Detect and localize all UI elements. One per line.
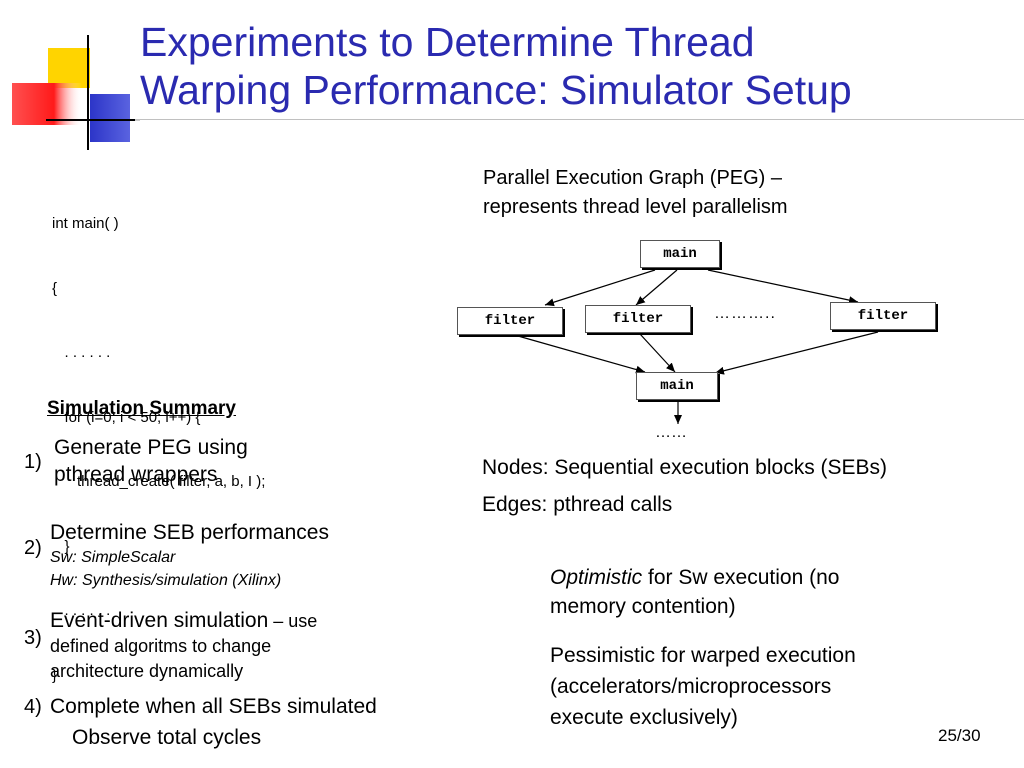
logo-yellow-square xyxy=(48,48,90,88)
note-pessimistic-line-2: (accelerators/microprocessors xyxy=(550,675,832,698)
note-nodes: Nodes: Sequential execution blocks (SEBs… xyxy=(482,456,888,479)
step-3-number: 3) xyxy=(24,627,42,649)
edge-filter-2-main xyxy=(639,333,676,373)
code-line: thread_create( filter, a, b, I ); xyxy=(52,473,266,490)
note-optimistic-line-1: Optimistic for Sw execution (no xyxy=(550,563,839,592)
peg-caption-line-1: Parallel Execution Graph (PEG) – xyxy=(483,167,783,189)
code-line: } xyxy=(52,666,58,684)
logo-decoration xyxy=(12,35,140,150)
peg-dots-bottom: …… xyxy=(655,424,687,441)
summary-heading: Simulation Summary xyxy=(47,398,236,419)
edge-main-filter-3 xyxy=(707,269,859,305)
step-2-text: Determine SEB performances Sw: SimpleSca… xyxy=(50,519,329,592)
step-1-text: Generate PEG using pthread wrappers xyxy=(54,434,248,488)
edge-main-filter-2 xyxy=(635,269,678,306)
step-2-sub-1: Sw: SimpleScalar xyxy=(50,549,176,566)
logo-red-bar xyxy=(12,83,82,125)
step-3-line-3: architecture dynamically xyxy=(50,661,244,681)
slide-title: Experiments to Determine Thread Warping … xyxy=(140,18,852,114)
code-line: int main( ) xyxy=(52,215,119,232)
step-2-line-1: Determine SEB performances xyxy=(50,521,329,544)
note-optimistic: Optimistic for Sw execution (no memory c… xyxy=(550,563,839,621)
code-line: } xyxy=(52,537,70,555)
code-line: . . . . . . xyxy=(52,602,111,619)
edge-main-filter-1 xyxy=(544,269,656,307)
step-2-number: 2) xyxy=(24,537,42,559)
note-pessimistic-line-3: execute exclusively) xyxy=(550,706,738,729)
note-pessimistic: Pessimistic for warped execution (accele… xyxy=(550,640,856,733)
step-3-line-1a: Event-driven simulation xyxy=(50,609,269,632)
step-1-line-1: Generate PEG using xyxy=(54,436,248,459)
peg-node-filter-2: filter xyxy=(585,305,691,333)
step-4-number: 4) xyxy=(24,696,42,718)
step-4-line-2: Observe total cycles xyxy=(72,726,262,749)
note-edges: Edges: pthread calls xyxy=(482,493,673,516)
step-3-line-2: defined algoritms to change xyxy=(50,636,272,656)
peg-dots-middle: ……….. xyxy=(714,305,776,322)
peg-caption-line-2: represents thread level parallelism xyxy=(483,196,788,218)
peg-node-main-top: main xyxy=(640,240,720,268)
step-3-line-1: Event-driven simulation – use xyxy=(50,607,317,634)
peg-node-filter-3: filter xyxy=(830,302,936,330)
page-number: 25/30 xyxy=(938,726,981,745)
note-pessimistic-line-1: Pessimistic for warped execution xyxy=(550,644,856,667)
step-3-text: Event-driven simulation – use defined al… xyxy=(50,607,317,684)
note-optimistic-line-2: memory contention) xyxy=(550,595,736,618)
note-optimistic-rest: for Sw execution (no xyxy=(642,566,840,589)
code-line: for (i=0; i < 50; i++) { xyxy=(52,408,201,426)
code-line: { xyxy=(52,279,58,297)
step-4-line-1: Complete when all SEBs simulated xyxy=(50,695,377,718)
peg-caption: Parallel Execution Graph (PEG) – represe… xyxy=(483,164,788,222)
step-1-number: 1) xyxy=(24,451,42,473)
title-line-2: Warping Performance: Simulator Setup xyxy=(140,67,852,113)
step-3-line-1b: – use xyxy=(268,611,318,631)
edge-filter-3-main xyxy=(714,331,879,375)
peg-node-main-bottom: main xyxy=(636,372,718,400)
step-1-line-2: pthread wrappers xyxy=(54,463,218,486)
logo-blue-square xyxy=(90,94,130,142)
peg-node-filter-1: filter xyxy=(457,307,563,335)
step-2-sub-2: Hw: Synthesis/simulation (Xilinx) xyxy=(50,572,282,589)
note-optimistic-em: Optimistic xyxy=(550,566,643,589)
code-line: . . . . . . xyxy=(52,344,111,361)
code-snippet: int main( ) { . . . . . . for (i=0; i < … xyxy=(52,170,265,708)
edge-filter-1-main xyxy=(517,335,646,374)
title-underline xyxy=(135,119,1024,120)
title-line-1: Experiments to Determine Thread xyxy=(140,19,755,65)
